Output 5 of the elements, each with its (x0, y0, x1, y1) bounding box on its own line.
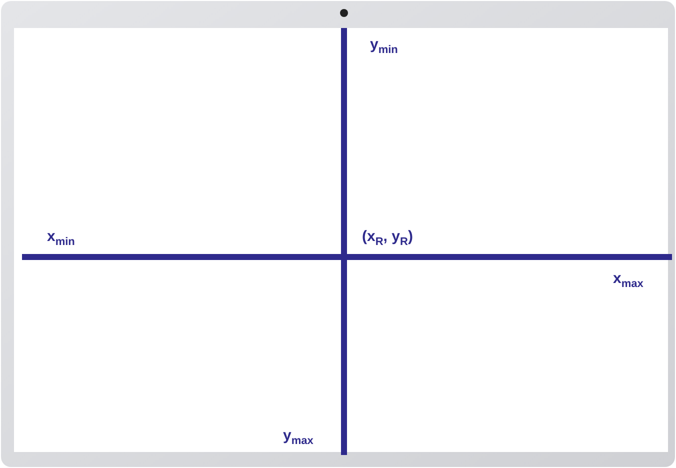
axis-label: x$_{max}$ (613, 270, 644, 292)
axis-label: y$_{min}$ (370, 36, 398, 58)
axis-label: (x$_{R}$, y$_{R}$) (362, 228, 413, 250)
axis-label: y$_{max}$ (283, 427, 314, 449)
axis-label: x$_{min}$ (47, 228, 75, 250)
